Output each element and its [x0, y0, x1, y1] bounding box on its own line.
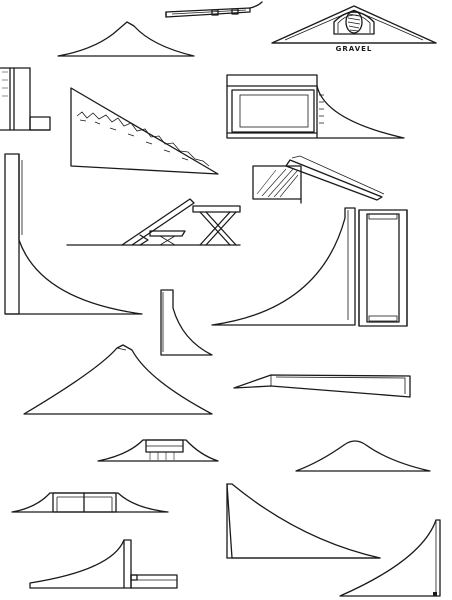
tall-pyramid-ramp [23, 344, 213, 415]
gravel-logo-pyramid-ramp: GRAVEL [271, 5, 437, 53]
grind-rail-ramp [165, 1, 263, 18]
platform-edge-left [0, 67, 51, 131]
gravel-logo-text: GRAVEL [336, 45, 373, 53]
wedge-ramp-gravel [70, 87, 219, 175]
halfpipe-deck-front-view [358, 209, 408, 327]
tall-quarter-pipe-left [4, 153, 143, 315]
hatched-box-kicker [252, 155, 385, 204]
small-quarter-pipe-mid [160, 289, 213, 356]
gravel-logo: GRAVEL [333, 10, 375, 53]
corner-quarter-pipe [339, 519, 441, 597]
framed-quarter-pipe [226, 74, 405, 139]
table-fun-box [11, 492, 169, 513]
fun-box-ramp [97, 439, 219, 462]
large-wedge-ramp [226, 483, 381, 559]
spine-hump-ramp [295, 440, 431, 472]
pyramid-ramp-small-top [57, 21, 195, 57]
flat-bank-ramp [233, 374, 411, 398]
sawhorse-launch-ramp [66, 198, 241, 246]
large-quarter-pipe-right [211, 207, 356, 326]
quarter-pipe-with-deck [29, 539, 178, 589]
